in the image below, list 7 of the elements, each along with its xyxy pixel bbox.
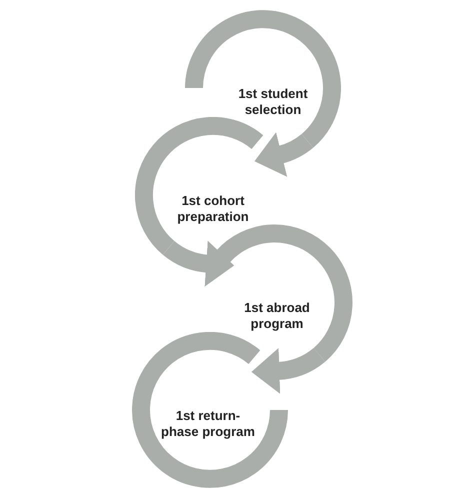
step-label: 1st student selection: [237, 86, 309, 118]
arrow: [252, 348, 325, 394]
step-label: 1st abroad program: [243, 300, 311, 332]
step-label: 1st return-phase program: [160, 408, 256, 440]
arrow: [254, 132, 313, 176]
step-label: 1st cohort preparation: [176, 193, 250, 225]
arrow: [163, 240, 234, 286]
